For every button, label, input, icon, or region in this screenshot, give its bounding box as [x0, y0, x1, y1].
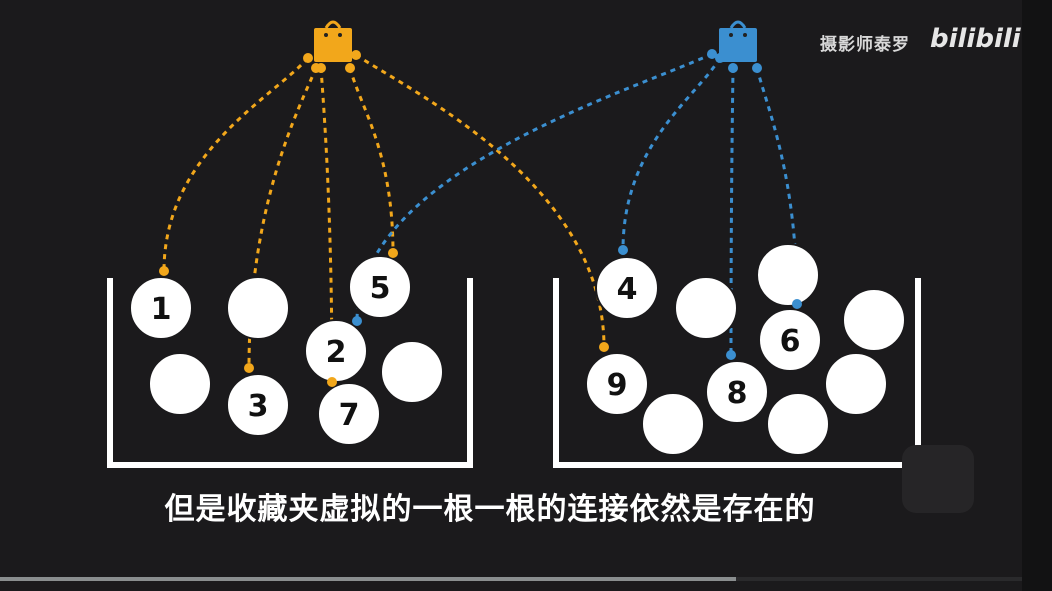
bag-body	[314, 28, 352, 62]
bag-hole	[743, 33, 747, 37]
ball-label: 3	[248, 389, 269, 424]
bag-handle	[729, 20, 747, 29]
orange-link-5-start-dot	[345, 63, 355, 73]
blue-link-2	[355, 52, 713, 322]
bag-body	[719, 28, 757, 62]
blue-link-8-end-dot	[726, 350, 736, 360]
bag-hole	[324, 33, 328, 37]
ball-circle	[842, 288, 906, 352]
orange-link-3	[247, 67, 318, 369]
ball-unlabeled	[842, 288, 906, 352]
video-progress-track[interactable]	[0, 577, 1022, 581]
blue-link-4-end-dot	[618, 245, 628, 255]
balls: 1 52 3 7 4 6 9 8	[129, 243, 906, 456]
ball-circle	[758, 308, 822, 372]
blue-link-2-start-dot	[707, 49, 717, 59]
orange-link-3-end-dot	[244, 363, 254, 373]
ball-circle	[766, 392, 830, 456]
ball-circle	[148, 352, 212, 416]
ball-2: 2	[304, 319, 368, 383]
ball-3: 3	[226, 373, 290, 437]
orange-link-1-end-dot	[159, 266, 169, 276]
blue-link-2-end-dot	[352, 316, 362, 326]
ball-circle	[226, 276, 290, 340]
play-overlay-icon[interactable]	[902, 445, 974, 513]
ball-7: 7	[317, 382, 381, 446]
blue-bag-icon	[719, 20, 757, 62]
ball-circle	[641, 392, 705, 456]
orange-link-5	[348, 67, 395, 254]
ball-5: 5	[348, 255, 412, 319]
ball-circle	[317, 382, 381, 446]
ball-1: 1	[129, 276, 193, 340]
ball-9: 9	[585, 352, 649, 416]
ball-unlabeled	[148, 352, 212, 416]
ball-label: 5	[370, 271, 391, 306]
ball-label: 7	[339, 398, 360, 433]
right-edge-bar	[1022, 0, 1052, 591]
bags	[314, 20, 757, 62]
watermark-brand: bilibili	[930, 24, 1021, 54]
ball-circle	[226, 373, 290, 437]
orange-link-7-end-dot	[327, 377, 337, 387]
ball-unlabeled	[226, 276, 290, 340]
containers	[107, 278, 921, 468]
video-progress-fill	[0, 577, 736, 581]
ball-circle	[705, 360, 769, 424]
ball-6: 6	[758, 308, 822, 372]
ball-unlabeled	[824, 352, 888, 416]
orange-bag-icon	[314, 20, 352, 62]
ball-label: 2	[326, 335, 347, 370]
orange-link-7	[319, 67, 334, 383]
ball-label: 9	[607, 368, 628, 403]
ball-unlabeled	[641, 392, 705, 456]
orange-link-1	[162, 56, 310, 272]
ball-label: 1	[151, 292, 172, 327]
ball-circle	[595, 256, 659, 320]
orange-link-9-start-dot	[351, 50, 361, 60]
ball-4: 4	[595, 256, 659, 320]
ball-unlabeled	[380, 340, 444, 404]
ball-circle	[756, 243, 820, 307]
ball-circle	[585, 352, 649, 416]
blue-link-6-end-dot	[792, 299, 802, 309]
container-1	[107, 278, 473, 468]
watermark-author: 摄影师泰罗	[820, 35, 910, 55]
ball-unlabeled	[674, 276, 738, 340]
subtitle-caption: 但是收藏夹虚拟的一根一根的连接依然是存在的	[164, 492, 816, 527]
blue-link-8-start-dot	[728, 63, 738, 73]
bag-hole	[338, 33, 342, 37]
orange-link-5-end-dot	[388, 248, 398, 258]
ball-circle	[380, 340, 444, 404]
ball-unlabeled	[766, 392, 830, 456]
ball-circle	[129, 276, 193, 340]
blue-link-4	[621, 57, 722, 251]
ball-label: 8	[727, 376, 748, 411]
bag-hole	[729, 33, 733, 37]
container-2	[553, 278, 921, 468]
ball-circle	[348, 255, 412, 319]
orange-link-9-end-dot	[599, 342, 609, 352]
ball-circle	[674, 276, 738, 340]
ball-label: 4	[617, 272, 638, 307]
blue-link-6-start-dot	[752, 63, 762, 73]
orange-link-1-start-dot	[303, 53, 313, 63]
ball-circle	[824, 352, 888, 416]
bag-handle	[324, 20, 342, 29]
ball-8: 8	[705, 360, 769, 424]
ball-label: 6	[780, 324, 801, 359]
ball-unlabeled	[756, 243, 820, 307]
orange-link-7-start-dot	[316, 63, 326, 73]
